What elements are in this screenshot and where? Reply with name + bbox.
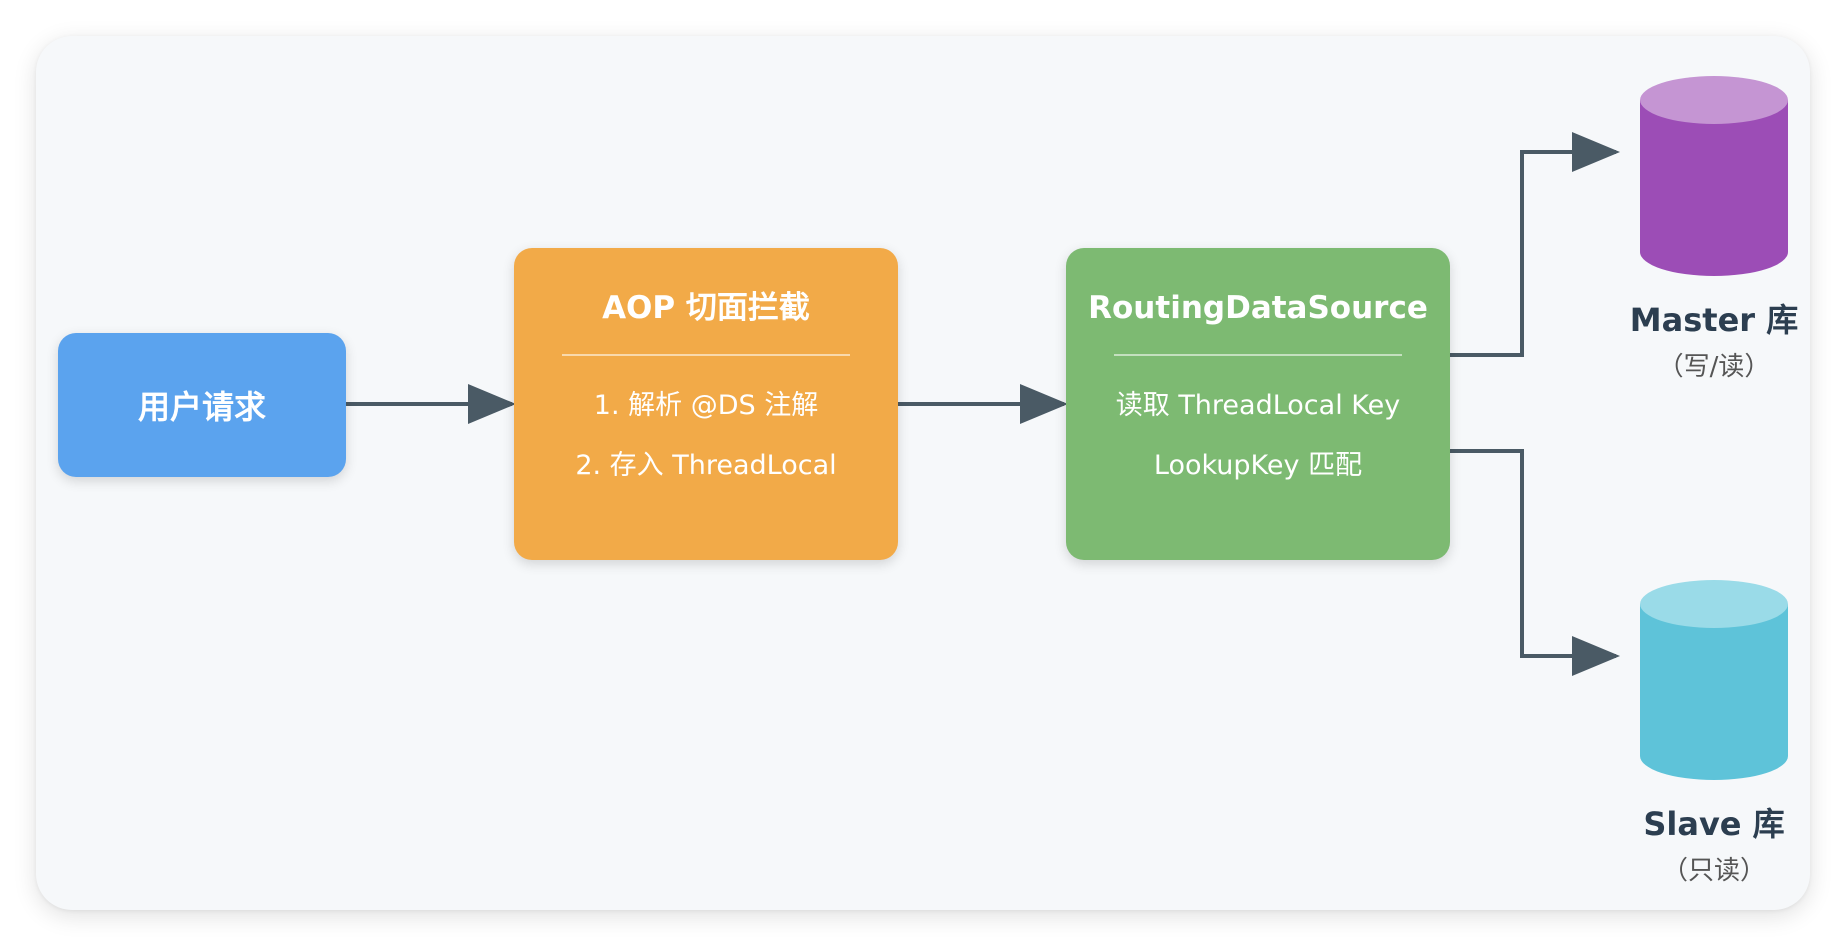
routing-datasource-node: RoutingDataSource 读取 ThreadLocal Key Loo… — [1066, 248, 1450, 560]
arrow-routing-to-master — [1450, 132, 1620, 357]
master-database-label: Master 库 （写/读） — [1604, 298, 1824, 386]
master-database-icon — [1640, 76, 1788, 276]
master-database-role: （写/读） — [1657, 352, 1771, 382]
slave-database-name: Slave 库 — [1643, 805, 1785, 843]
routing-step-lookup: LookupKey 匹配 — [1153, 450, 1363, 481]
routing-node-divider — [1114, 354, 1402, 356]
aop-node-divider — [562, 354, 850, 356]
aop-interceptor-node: AOP 切面拦截 1. 解析 @DS 注解 2. 存入 ThreadLocal — [514, 248, 898, 560]
slave-database-role: （只读） — [1661, 856, 1766, 886]
routing-step-read-key: 读取 ThreadLocal Key — [1115, 390, 1401, 421]
user-request-node: 用户请求 — [58, 333, 346, 477]
routing-node-title: RoutingDataSource — [1088, 290, 1428, 326]
user-request-label: 用户请求 — [137, 388, 266, 426]
aop-step-parse: 1. 解析 @DS 注解 — [593, 390, 819, 421]
master-database-name: Master 库 — [1629, 301, 1799, 339]
slave-database-icon — [1640, 580, 1788, 780]
slave-database-label: Slave 库 （只读） — [1604, 802, 1824, 890]
arrow-routing-to-slave — [1450, 449, 1620, 676]
aop-node-title: AOP 切面拦截 — [602, 290, 810, 326]
aop-step-store: 2. 存入 ThreadLocal — [575, 450, 837, 481]
